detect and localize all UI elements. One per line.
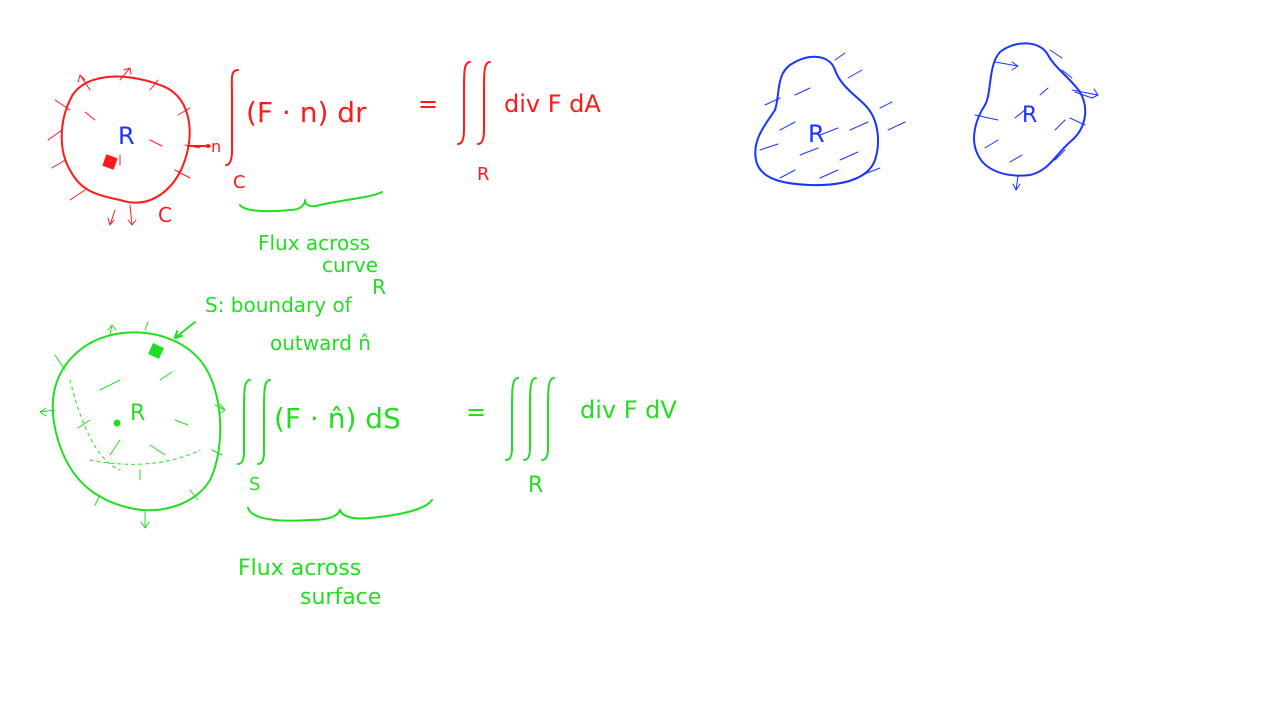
flux-brace <box>239 191 383 213</box>
surface-integral-sign-2 <box>257 379 271 465</box>
surface-normal-arrows <box>39 321 226 529</box>
surface-flux-caption-line2: surface <box>300 585 381 610</box>
interior-point <box>113 419 121 427</box>
area-element <box>102 154 118 170</box>
line-integral-sign <box>225 69 239 166</box>
surface-flux-caption-line1: Flux across <box>238 556 361 581</box>
normal-label: n <box>211 137 221 156</box>
double-integral-bound: R <box>477 164 490 185</box>
surface-flux-brace <box>247 499 433 522</box>
green-theorem-diagram: n R C C (F · n) dr = R div F dA Flux acr… <box>47 61 601 277</box>
triple-integral-sign-1 <box>505 377 519 461</box>
flux-caption-line2: curve <box>322 253 378 277</box>
solid-region-surface <box>51 331 222 512</box>
double-integral-sign-1 <box>457 61 471 145</box>
right-region-field-arrows <box>974 49 1099 191</box>
surface-note-line1: S: boundary of R <box>205 275 386 317</box>
divergence-integrand: div F dA <box>504 90 601 118</box>
right-region-label: R <box>1022 103 1037 128</box>
equals-sign-2: = <box>466 398 486 426</box>
surface-integral-sign-1 <box>237 379 251 465</box>
left-example-region <box>754 55 879 187</box>
solid-region-label: R <box>130 401 145 426</box>
left-region-field-arrows <box>759 52 906 179</box>
volume-divergence-integrand: div F dV <box>580 396 677 424</box>
triple-integral-sign-2 <box>523 377 537 461</box>
interior-shading <box>69 379 201 471</box>
outward-arrows <box>47 67 201 226</box>
equals-sign: = <box>418 90 438 118</box>
surface-element <box>148 343 164 359</box>
triple-integral-bound: R <box>528 473 543 498</box>
left-region-label: R <box>808 120 825 148</box>
right-example-region <box>973 42 1087 177</box>
double-integral-sign-2 <box>477 61 491 145</box>
surface-note-line2: outward n̂ <box>270 331 371 355</box>
normal-vector-tip <box>206 144 210 148</box>
blue-example-regions: R R <box>754 42 1099 191</box>
divergence-theorem-diagram: S: boundary of R outward n̂ R <box>39 275 677 610</box>
flux-caption-line1: Flux across <box>258 231 370 255</box>
region-label: R <box>118 122 135 150</box>
note-pointer-arrow <box>174 321 196 339</box>
surface-integral-bound: S <box>249 474 260 495</box>
region-boundary-curve <box>60 75 191 204</box>
curve-label: C <box>158 203 172 227</box>
triple-integral-sign-3 <box>541 377 555 461</box>
line-integral-bound: C <box>233 172 246 193</box>
surface-flux-integrand: (F · n̂) dS <box>274 402 401 435</box>
flux-integrand: (F · n) dr <box>246 96 367 129</box>
